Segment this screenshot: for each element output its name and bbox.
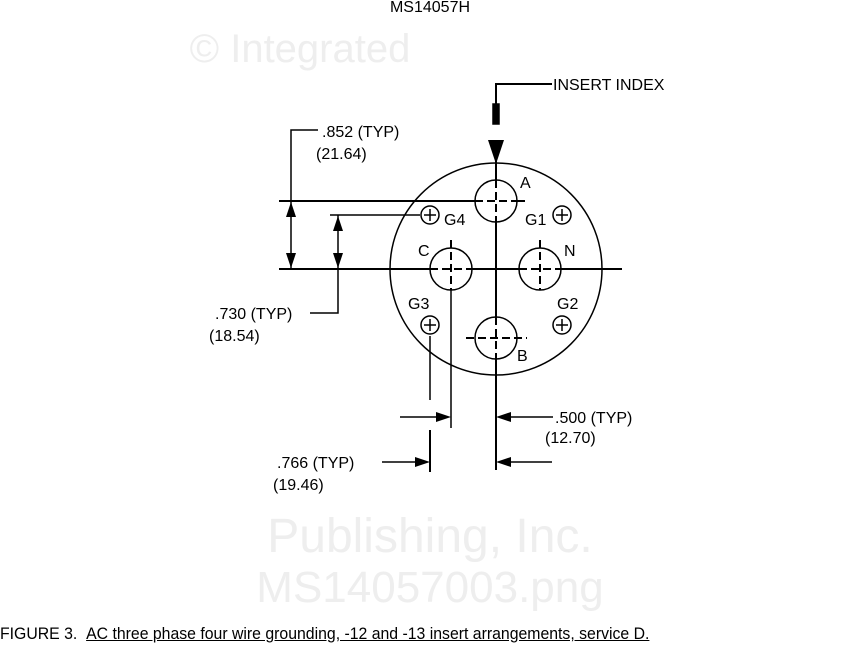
dim-852-leader (290, 129, 318, 269)
watermark: © Integrated Publishing, Inc. MS14057003… (190, 27, 604, 612)
watermark-line2: Publishing, Inc. (267, 510, 593, 563)
dim-500-inch: .500 (TYP) (555, 410, 632, 427)
insert-index-label: INSERT INDEX (553, 77, 665, 94)
dim-766-mm: (19.46) (273, 477, 324, 494)
label-C: C (418, 243, 430, 260)
contact-centerlines (430, 180, 561, 359)
watermark-line3: MS14057003.png (256, 563, 603, 612)
dim-730-leader (310, 215, 339, 314)
dim-730-mm: (18.54) (209, 328, 260, 345)
insert-index-leader (495, 83, 552, 120)
arrowheads (286, 140, 511, 467)
label-B: B (517, 348, 528, 365)
labels: INSERT INDEX A G4 G1 C N G3 G2 B .852 (T… (209, 77, 665, 494)
label-G4: G4 (444, 212, 465, 229)
caption-prefix: FIGURE 3. (0, 624, 78, 643)
watermark-line1: © Integrated (190, 27, 411, 71)
ground-contacts (420, 205, 572, 335)
caption-text: AC three phase four wire grounding, -12 … (86, 624, 650, 643)
dim-766-inch: .766 (TYP) (277, 455, 354, 472)
label-G3: G3 (408, 296, 429, 313)
dim-852-inch: .852 (TYP) (322, 124, 399, 141)
label-G2: G2 (557, 296, 578, 313)
dim-500-mm: (12.70) (545, 430, 596, 447)
label-G1: G1 (525, 212, 546, 229)
geometry (279, 83, 622, 472)
figure-caption: FIGURE 3. AC three phase four wire groun… (0, 624, 649, 644)
label-A: A (520, 175, 531, 192)
doc-number: MS14057H (390, 0, 470, 16)
insert-index-arrow (488, 140, 504, 164)
dim-730-inch: .730 (TYP) (215, 306, 292, 323)
label-N: N (564, 243, 576, 260)
dim-852-mm: (21.64) (316, 146, 367, 163)
